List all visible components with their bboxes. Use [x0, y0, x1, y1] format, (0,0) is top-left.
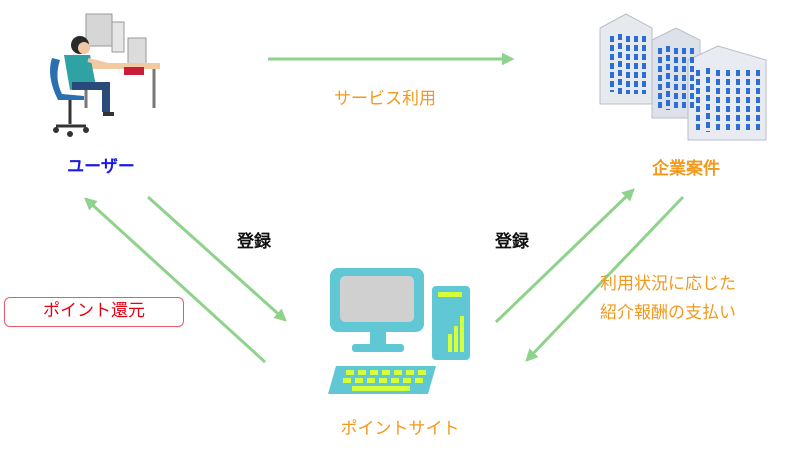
desktop-computer-icon [328, 268, 470, 394]
office-buildings-icon [599, 13, 767, 141]
register-corp-label: 登録 [495, 232, 529, 252]
payment-label-line1: 利用状況に応じた [600, 274, 736, 294]
corporation-label: 企業案件 [652, 159, 720, 179]
arrow-site-to-corp [494, 188, 635, 324]
payment-label-line2: 紹介報酬の支払い [600, 303, 736, 323]
service-use-label: サービス利用 [334, 89, 436, 109]
arrow-user-to-site [146, 195, 287, 322]
arrow-site-to-user [84, 197, 267, 364]
user-label: ユーザー [67, 157, 135, 177]
point-return-box: ポイント還元 [4, 297, 184, 327]
arrow-corp-to-site [525, 195, 685, 362]
register-user-label: 登録 [237, 232, 271, 252]
office-worker-at-desk-icon [50, 13, 160, 137]
payment-label: 利用状況に応じた 紹介報酬の支払い [600, 270, 736, 328]
point-site-label: ポイントサイト [340, 419, 460, 439]
